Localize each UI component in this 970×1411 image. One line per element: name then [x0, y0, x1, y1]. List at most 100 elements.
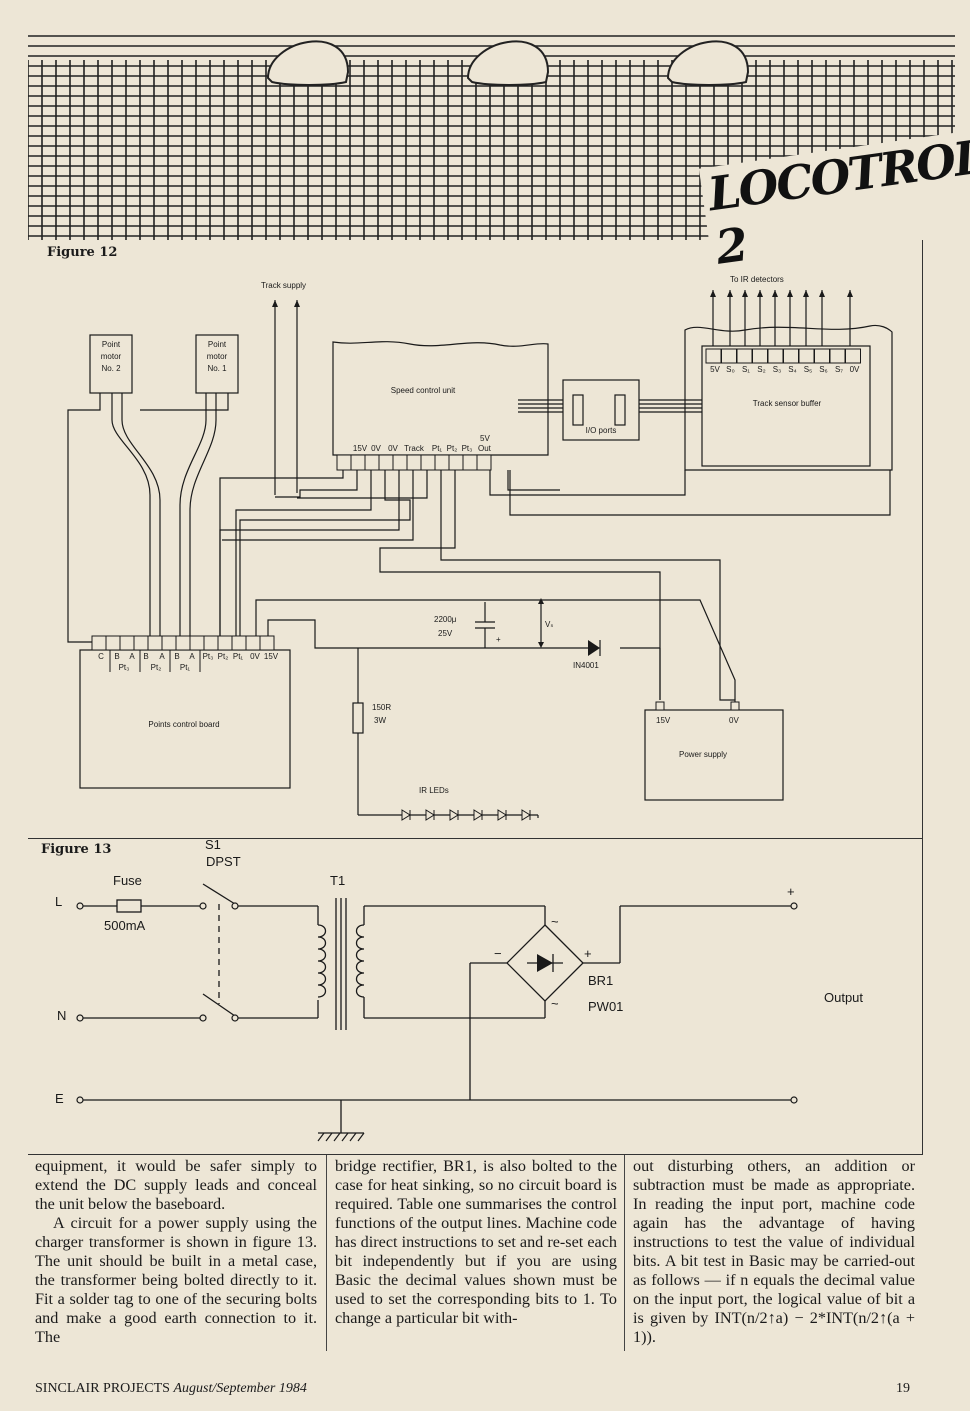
diode-in4001 — [588, 640, 600, 656]
terminal-e — [76, 1096, 84, 1104]
points-board-pin-label: Pt₂ — [218, 652, 229, 661]
speed-control-unit-box — [332, 341, 549, 456]
fuse-value: 500mA — [104, 918, 146, 933]
s1-blade-bottom — [202, 993, 236, 1017]
ir-led-symbol — [521, 809, 531, 821]
arrow-head — [803, 290, 809, 297]
binder-ring — [466, 40, 550, 86]
speed-unit-pin — [462, 454, 478, 471]
br1-label: BR1 — [588, 973, 613, 988]
figure-12-caption: Figure 12 — [47, 245, 118, 260]
arrow-head — [847, 290, 853, 297]
points-board-pin — [105, 635, 121, 651]
sensor-buffer-pin — [845, 348, 861, 364]
points-board-pin-label: 0V — [250, 652, 260, 661]
points-board-group-label: Pt₂ — [151, 663, 162, 672]
issue-date: August/September 1984 — [173, 1381, 307, 1396]
body-col1-para2: A circuit for a power supply using the c… — [35, 1214, 317, 1346]
dpst-label: DPST — [206, 854, 241, 869]
speed-pin-label: Pt₁ — [432, 444, 443, 453]
speed-pin-label: Pt₂ — [447, 444, 458, 453]
sensor-buffer-pin — [829, 348, 846, 364]
bridge-ac-bottom: ~ — [551, 996, 559, 1011]
sensor-buffer-pin — [767, 348, 784, 364]
power-supply-label: Power supply — [679, 750, 727, 759]
binder-ring — [666, 40, 750, 86]
terminal-output-plus — [790, 902, 798, 910]
speed-unit-pin — [420, 454, 436, 471]
ps-0v-label: 0V — [729, 716, 739, 725]
io-ports-box — [562, 379, 640, 441]
arrow-head — [757, 290, 763, 297]
points-board-pin-label: 15V — [264, 652, 279, 661]
points-board-pin — [91, 635, 107, 651]
diode-label: IN4001 — [573, 661, 599, 670]
binder-ring — [266, 40, 350, 86]
points-board-pin-label: B — [114, 652, 119, 661]
arrow-head — [819, 290, 825, 297]
body-col2-para: bridge rectifier, BR1, is also bolted to… — [335, 1157, 617, 1327]
points-board-pin — [133, 635, 149, 651]
track-supply-label: Track supply — [261, 281, 306, 290]
points-board-pin-label: B — [143, 652, 148, 661]
speed-pin-label: Pt₃ — [462, 444, 473, 453]
speed-unit-pin — [364, 454, 380, 471]
figure-13-frame — [28, 838, 923, 1155]
arrow-head — [538, 598, 544, 604]
t1-label: T1 — [330, 873, 345, 888]
s1-label: S1 — [205, 838, 221, 852]
track-sensor-buffer-box — [684, 324, 893, 471]
ir-led-symbol — [425, 809, 435, 821]
terminal-output-minus — [790, 1096, 798, 1104]
speed-unit-pin — [434, 454, 450, 471]
speed-unit-pin — [336, 454, 352, 471]
speed-pin-label: 0V — [388, 444, 398, 453]
transformer-primary-coil — [317, 924, 327, 998]
ir-detectors-label: To IR detectors — [730, 275, 784, 284]
io-ports-label: I/O ports — [586, 426, 617, 435]
sensor-pin-label: 0V — [850, 365, 860, 374]
arrow-head — [294, 300, 300, 307]
resistor-150r — [352, 702, 364, 734]
terminal-l — [76, 902, 84, 910]
sensor-buffer-pin — [736, 348, 753, 364]
sensor-buffer-pin — [814, 348, 830, 364]
figure-12-frame — [28, 240, 923, 838]
page-footer: SINCLAIR PROJECTS August/September 1984 — [35, 1381, 307, 1397]
sensor-buffer-pin — [721, 348, 737, 364]
sensor-pin-label: S₂ — [757, 365, 765, 374]
arrow-head — [772, 290, 778, 297]
speed-pin-label: 15V — [353, 444, 368, 453]
figure-13-power-circuit: S1 DPST Fuse 500mA T1 L N E BR1 PW01 Out… — [55, 838, 863, 1142]
point-motor-1-line3: No. 1 — [207, 364, 227, 373]
ir-leds-label: IR LEDs — [419, 786, 449, 795]
capacitor-value: 2200μ — [434, 615, 457, 624]
e-label: E — [55, 1091, 64, 1106]
speed-unit-pin — [448, 454, 464, 471]
body-col1-para1: equipment, it would be safer simply to e… — [35, 1157, 317, 1213]
sensor-buffer-pin — [705, 348, 722, 364]
point-motor-2-line3: No. 2 — [101, 364, 121, 373]
sensor-pin-label: S₅ — [804, 365, 813, 374]
body-column-1: equipment, it would be safer simply to e… — [35, 1157, 317, 1347]
body-column-2: bridge rectifier, BR1, is also bolted to… — [335, 1157, 617, 1328]
points-board-pin — [259, 635, 275, 651]
transformer-secondary-coil — [355, 924, 365, 998]
point-motor-1-line1: Point — [208, 340, 227, 349]
earth-symbol — [317, 1132, 365, 1142]
capacitor-voltage: 25V — [438, 629, 453, 638]
resistor-power: 3W — [374, 716, 386, 725]
ir-led-symbol — [401, 809, 411, 821]
arrow-head — [727, 290, 733, 297]
points-board-group-label: Pt₃ — [119, 663, 130, 672]
speed-unit-pin — [476, 454, 492, 471]
n-label: N — [57, 1008, 66, 1023]
body-column-3: out disturbing others, an addition or su… — [633, 1157, 915, 1347]
point-motor-1-box — [195, 334, 239, 394]
points-board-pin — [231, 635, 247, 651]
points-board-pin-label: Pt₃ — [203, 652, 214, 661]
points-board-pin — [189, 635, 205, 651]
s1-blade-top — [202, 883, 236, 905]
binder-rings — [266, 40, 750, 86]
point-motor-2-line1: Point — [102, 340, 121, 349]
